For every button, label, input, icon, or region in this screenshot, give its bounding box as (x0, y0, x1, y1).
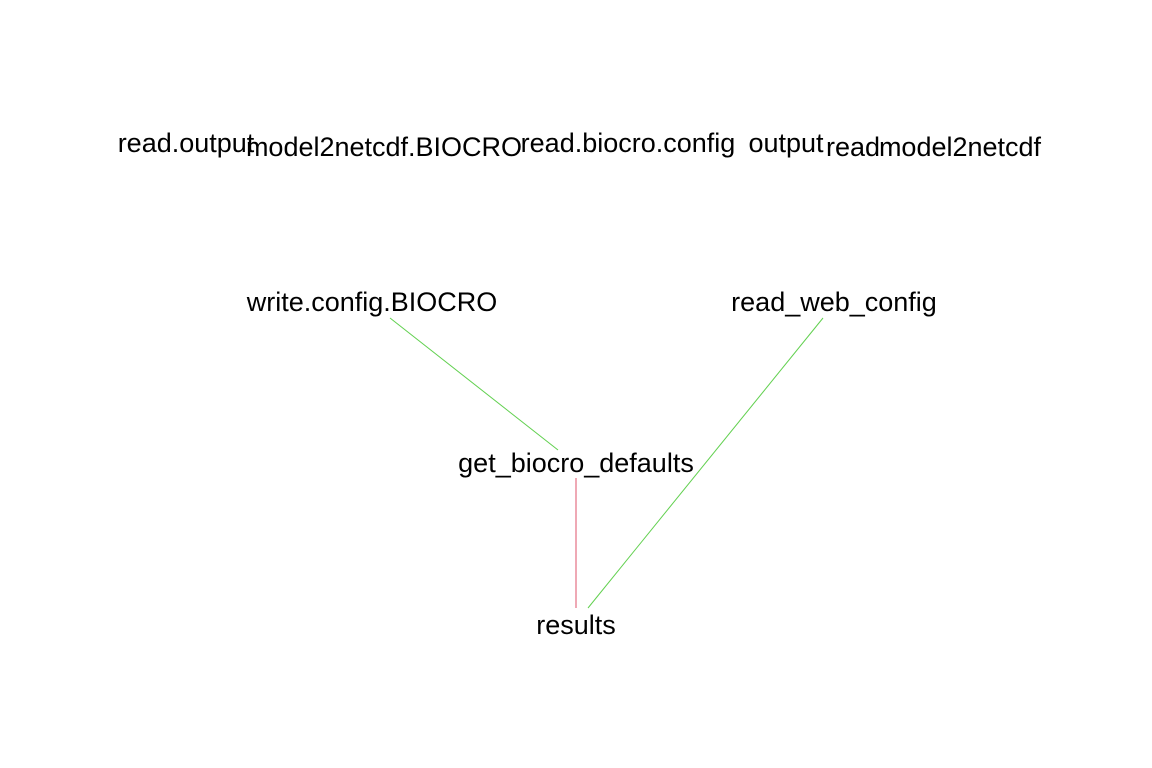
node-read-biocro-config: read.biocro.config (521, 128, 736, 158)
node-read: read (826, 132, 880, 162)
edge-read-web-config-to-results (587, 317, 824, 609)
node-results: results (536, 610, 616, 640)
node-write-config-biocro: write.config.BIOCRO (246, 287, 498, 317)
node-output: output (748, 128, 824, 158)
edge-write-config-to-get-biocro-defaults (389, 317, 559, 451)
node-read-output: read.output (118, 128, 255, 158)
node-get-biocro-defaults: get_biocro_defaults (458, 448, 694, 478)
node-read-web-config: read_web_config (731, 287, 937, 317)
node-model2netcdf: model2netcdf (879, 132, 1042, 162)
node-model2netcdf-biocro: model2netcdf.BIOCRO (246, 132, 522, 162)
